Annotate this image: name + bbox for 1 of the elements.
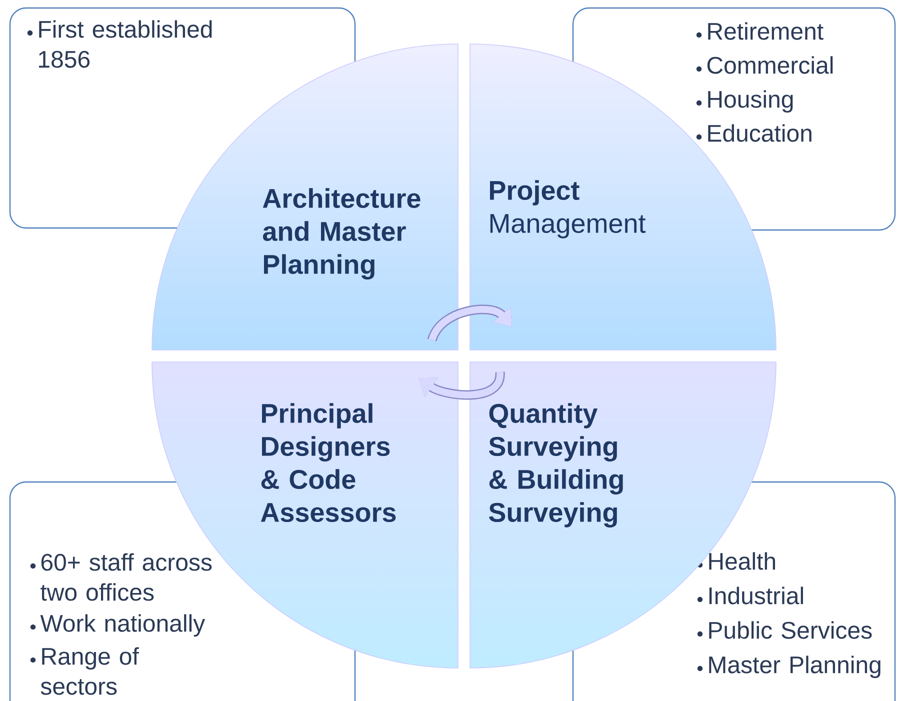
curved-arrow [428, 304, 512, 342]
